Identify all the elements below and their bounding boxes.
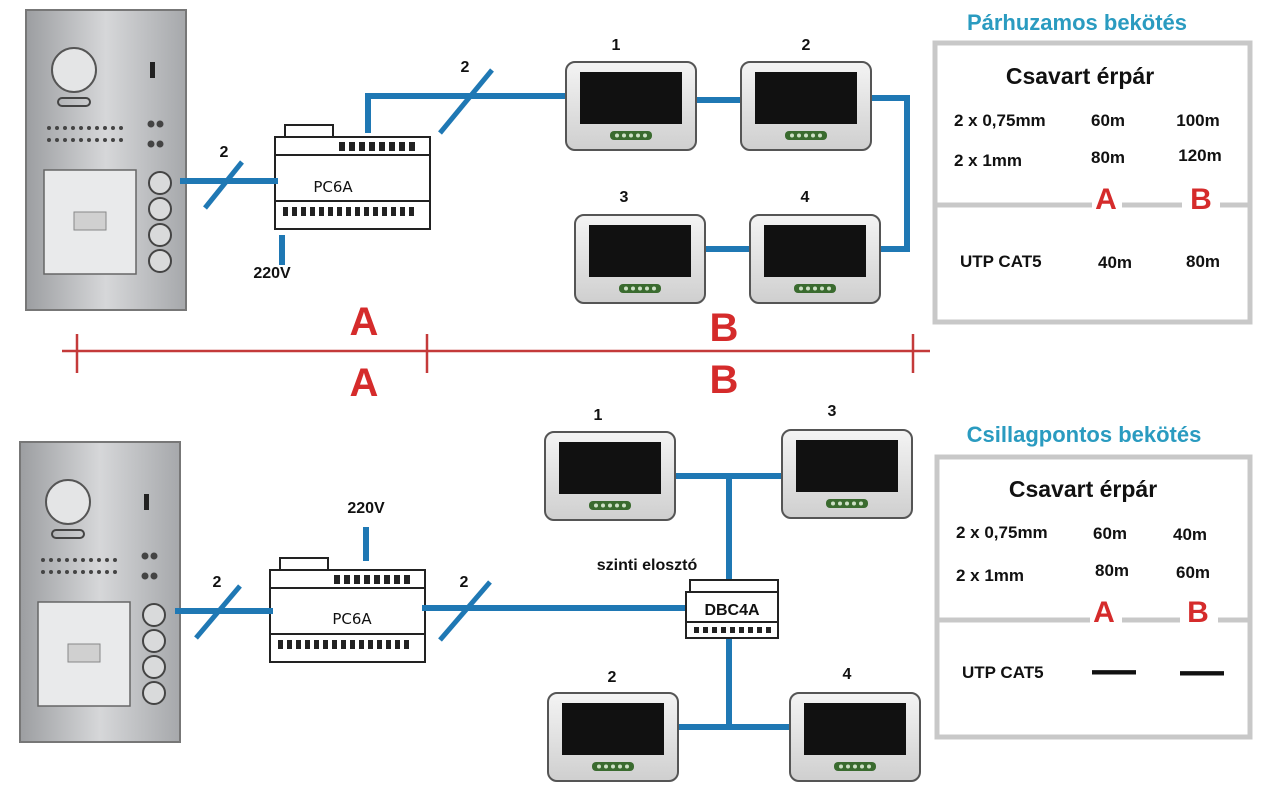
distributor-caption: szinti elosztó	[597, 557, 698, 574]
video-monitor-icon	[749, 214, 881, 304]
cell-a: 40m	[1098, 253, 1132, 272]
column-a-label: A	[1095, 183, 1117, 216]
video-monitor-icon	[740, 61, 872, 151]
wire-count-label: 2	[461, 59, 470, 76]
cell-a: —	[1092, 645, 1136, 694]
monitor-number: 2	[608, 669, 617, 686]
cell-b: 120m	[1178, 146, 1221, 165]
monitor-number: 3	[828, 403, 837, 420]
video-monitor-icon	[781, 429, 913, 519]
distributor-icon	[685, 579, 779, 639]
wire-count-label: 2	[220, 144, 229, 161]
cable-length-table	[932, 40, 1253, 325]
table-heading: Csavart érpár	[1006, 63, 1154, 89]
section-title: Párhuzamos bekötés	[967, 10, 1187, 35]
cell-a: 80m	[1095, 561, 1129, 580]
column-a-label: A	[1093, 596, 1115, 629]
row-label: 2 x 1mm	[956, 566, 1024, 585]
cell-b: 80m	[1186, 252, 1220, 271]
video-monitor-icon	[789, 692, 921, 782]
column-b-label: B	[1187, 596, 1209, 629]
video-monitor-icon	[547, 692, 679, 782]
wire-pair-mark	[438, 68, 494, 135]
monitor-number: 1	[612, 37, 621, 54]
segment-a-label: A	[350, 300, 379, 344]
video-monitor-icon	[544, 431, 676, 521]
monitor-number: 1	[594, 407, 603, 424]
row-label: 2 x 0,75mm	[956, 523, 1048, 542]
cell-b: 40m	[1173, 525, 1207, 544]
wire-pair-mark	[438, 580, 492, 642]
wire-pair-mark	[203, 160, 244, 210]
cable-length-table	[934, 454, 1253, 740]
segment-a-label: A	[350, 361, 379, 405]
door-station-icon	[19, 441, 181, 743]
monitor-number: 3	[620, 189, 629, 206]
monitor-number: 4	[843, 666, 852, 683]
table-heading: Csavart érpár	[1009, 476, 1157, 502]
wire-psu-to-monitor-1	[365, 93, 569, 133]
wire-monitor-2-to-4	[865, 95, 910, 252]
segment-b-label: B	[710, 358, 739, 402]
distributor-label: DBC4A	[704, 602, 760, 619]
power-label: 220V	[253, 265, 291, 282]
power-supply-icon	[274, 124, 431, 230]
cell-a: 60m	[1091, 111, 1125, 130]
video-monitor-icon	[565, 61, 697, 151]
video-monitor-icon	[574, 214, 706, 304]
power-supply-label: PC6A	[332, 610, 372, 628]
row-label: 2 x 1mm	[954, 151, 1022, 170]
wire-count-label: 2	[460, 574, 469, 591]
wire-pair-mark	[194, 584, 242, 640]
row-label: 2 x 0,75mm	[954, 111, 1046, 130]
row-label: UTP CAT5	[960, 252, 1042, 271]
door-station-icon	[25, 9, 187, 311]
cell-b: 60m	[1176, 563, 1210, 582]
monitor-number: 4	[801, 189, 810, 206]
row-label: UTP CAT5	[962, 663, 1044, 682]
monitor-number: 2	[802, 37, 811, 54]
power-label: 220V	[347, 500, 385, 517]
cell-b: 100m	[1176, 111, 1219, 130]
column-b-label: B	[1190, 183, 1212, 216]
cell-b: —	[1180, 646, 1224, 695]
cell-a: 80m	[1091, 148, 1125, 167]
cell-a: 60m	[1093, 524, 1127, 543]
wire-count-label: 2	[213, 574, 222, 591]
section-title: Csillagpontos bekötés	[967, 422, 1202, 447]
power-supply-label: PC6A	[313, 178, 353, 196]
segment-b-label: B	[710, 306, 739, 350]
